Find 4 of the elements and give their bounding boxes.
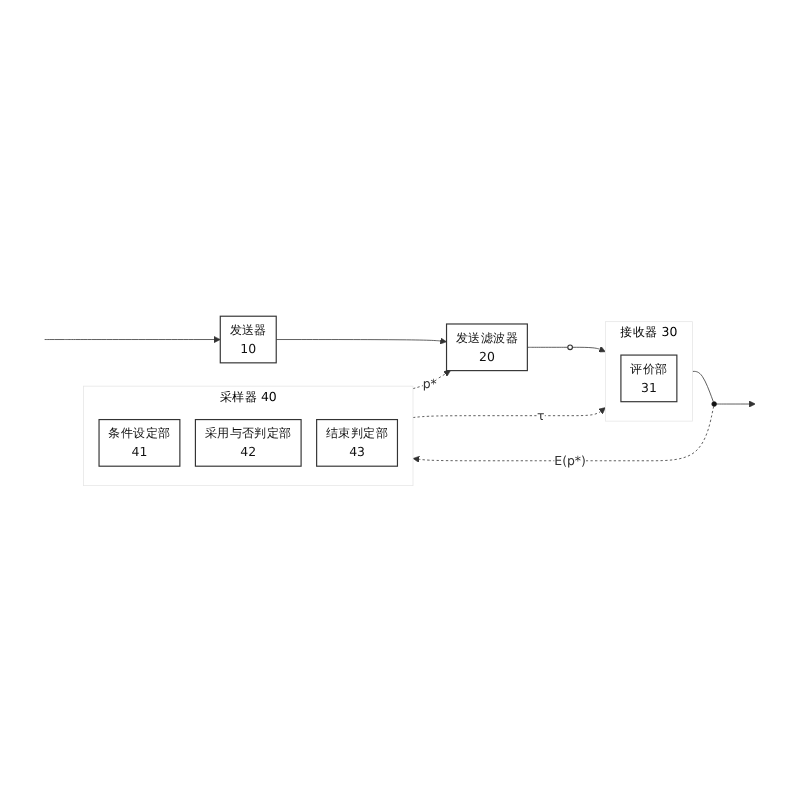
node-dot — [711, 400, 717, 406]
connector — [526, 345, 569, 347]
node-circle — [567, 343, 574, 350]
connector — [692, 370, 714, 402]
